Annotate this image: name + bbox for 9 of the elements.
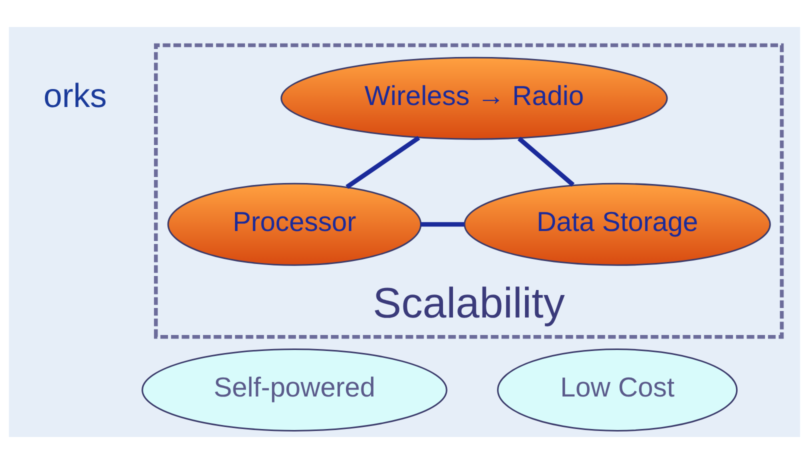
node-ellipse: Low Cost [497,348,738,431]
connector [518,136,575,186]
node-ellipse: Data Storage [464,182,771,266]
node-ellipse: Self-powered [142,348,448,431]
node-ellipse: Processor [167,182,422,266]
node-ellipse: Wireless → Radio [280,56,668,140]
connector [420,222,464,226]
connector [346,135,420,188]
label: orks [44,77,107,114]
